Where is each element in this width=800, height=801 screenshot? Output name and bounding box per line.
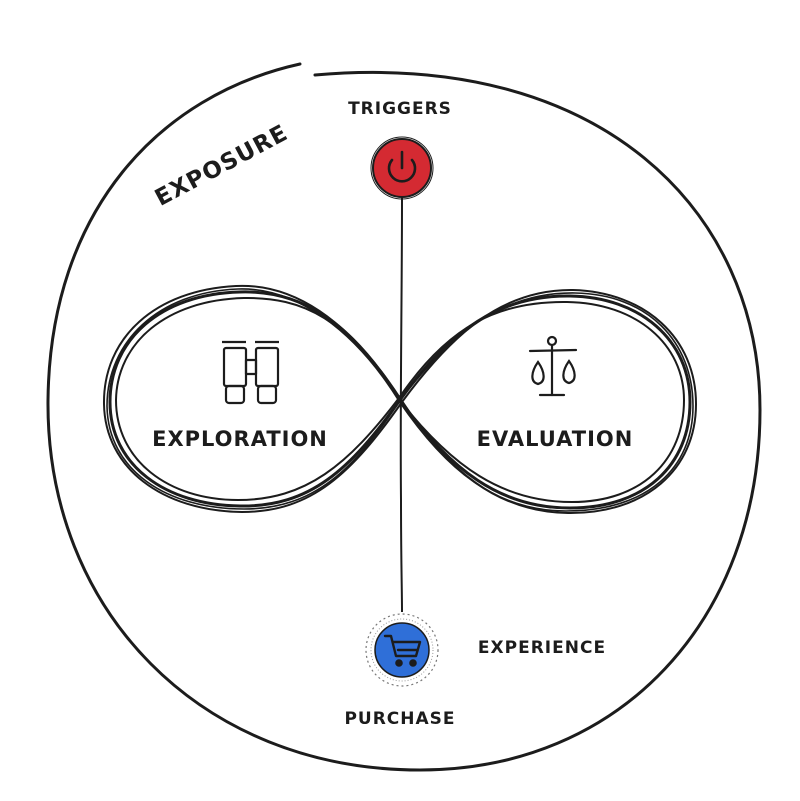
scales-icon <box>528 335 578 397</box>
shopping-cart-icon <box>383 634 422 667</box>
triggers-label: TRIGGERS <box>348 99 452 119</box>
journey-line <box>399 196 403 613</box>
trigger-node <box>370 136 434 200</box>
exposure-boundary <box>46 62 762 772</box>
infinity-loop <box>102 284 698 515</box>
binoculars-icon <box>222 340 280 405</box>
purchase-node <box>365 613 439 687</box>
power-icon <box>387 150 417 183</box>
exposure-label: EXPOSURE <box>151 120 293 212</box>
experience-label: EXPERIENCE <box>478 638 606 658</box>
exploration-label: EXPLORATION <box>152 427 328 451</box>
evaluation-label: EVALUATION <box>477 427 634 451</box>
purchase-label: PURCHASE <box>344 709 455 729</box>
